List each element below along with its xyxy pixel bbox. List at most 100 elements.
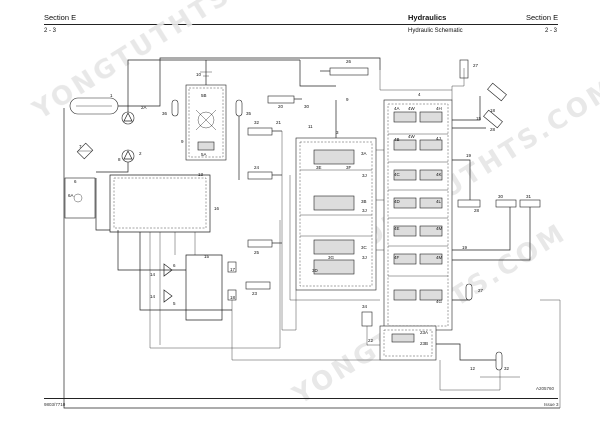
- label-3C: 3C: [361, 245, 368, 250]
- accumulator-35: [235, 99, 243, 180]
- brake-valve-block: [185, 60, 227, 161]
- label-32-right: 32: [504, 366, 510, 371]
- label-4W-2: 4W: [408, 134, 416, 139]
- label-14-top: 14: [150, 272, 156, 277]
- label-17: 17: [230, 267, 236, 272]
- cooler-block: [64, 177, 96, 219]
- issue-number: Issue 3: [544, 402, 559, 407]
- hydraulic-tank: [69, 97, 119, 115]
- right-lines: [231, 57, 561, 408]
- cylinder-24: [247, 171, 282, 180]
- callout-labels: 1 2A 2 7 6 6A 8 13 16 10 5B 9 5A 36 35 3…: [68, 59, 532, 371]
- label-6-left: 6: [173, 263, 176, 268]
- label-11: 11: [308, 124, 313, 129]
- label-2: 2: [139, 151, 142, 156]
- section-label-left: Section E: [44, 13, 77, 22]
- label-4C: 4C: [394, 172, 401, 177]
- label-4A: 4A: [394, 106, 400, 111]
- label-3J-3: 3J: [362, 255, 367, 260]
- filter: [76, 142, 94, 160]
- label-12: 12: [470, 366, 476, 371]
- label-23: 23: [252, 291, 258, 296]
- label-4B: 4B: [394, 137, 400, 142]
- figure-reference: A205760: [536, 386, 555, 391]
- label-23B: 23B: [420, 341, 428, 346]
- label-3J-1: 3J: [362, 173, 367, 178]
- label-4D: 4D: [394, 199, 401, 204]
- label-5-left: 5: [173, 301, 176, 306]
- label-4W-1: 4W: [408, 106, 416, 111]
- label-9: 9: [181, 139, 184, 144]
- label-36: 36: [162, 111, 168, 116]
- label-4J: 4J: [436, 136, 441, 141]
- label-6A: 6A: [68, 193, 74, 198]
- label-13: 13: [198, 172, 204, 177]
- label-8: 8: [118, 157, 121, 162]
- label-4K: 4K: [436, 172, 442, 177]
- label-3E: 3E: [316, 165, 322, 170]
- pump-main: [121, 111, 135, 125]
- cylinder-23: [245, 281, 271, 290]
- label-4: 4: [418, 92, 421, 97]
- main-control-valve: [295, 60, 377, 291]
- right-cylinders: [457, 59, 541, 371]
- label-28-mid: 28: [474, 208, 480, 213]
- label-1: 1: [110, 93, 113, 98]
- backhoe-control-valve: [383, 99, 453, 331]
- label-4M-1: 4M: [436, 226, 443, 231]
- main-lines: [63, 57, 560, 409]
- label-18-left: 18: [230, 295, 236, 300]
- cylinder-33: [247, 127, 282, 136]
- label-16: 16: [214, 206, 220, 211]
- label-0: 9: [346, 97, 349, 102]
- page-subtitle: Hydraulic Schematic: [408, 28, 463, 34]
- label-19-top: 19: [466, 153, 472, 158]
- small-components: [163, 261, 237, 303]
- document-reference: 9803/7710: [44, 402, 66, 407]
- label-3J-2: 3J: [362, 208, 367, 213]
- label-35: 35: [246, 111, 252, 116]
- label-32: 32: [254, 120, 260, 125]
- label-4H: 4H: [436, 106, 442, 111]
- cylinder-26: [320, 67, 369, 76]
- accumulator-36: [171, 99, 179, 117]
- label-3B: 3B: [361, 199, 367, 204]
- label-4M-2: 4M: [436, 255, 443, 260]
- label-34: 34: [362, 304, 368, 309]
- label-19-bottom: 19: [462, 245, 468, 250]
- page-number-left: 2 - 3: [44, 28, 57, 34]
- label-25: 25: [254, 250, 260, 255]
- label-10: 10: [196, 72, 202, 77]
- label-24: 24: [254, 165, 260, 170]
- label-31: 31: [526, 194, 532, 199]
- label-30-right: 30: [498, 194, 504, 199]
- label-7: 7: [79, 144, 82, 149]
- label-3G: 3G: [328, 255, 335, 260]
- auxiliary-valve: [361, 311, 437, 361]
- watermark-text-1: YONGTUTHTS.COM: [27, 0, 312, 126]
- label-5B: 5B: [201, 93, 207, 98]
- label-23A: 23A: [420, 330, 428, 335]
- label-4F: 4F: [394, 255, 400, 260]
- label-30: 30: [304, 104, 310, 109]
- header-rule: [44, 24, 558, 25]
- label-28-top: 28: [490, 127, 496, 132]
- label-21: 21: [276, 120, 282, 125]
- label-15: 15: [476, 116, 482, 121]
- label-3F: 3F: [346, 165, 352, 170]
- valve-sections: [393, 111, 443, 301]
- cylinder-20: [267, 95, 302, 104]
- label-22: 22: [368, 338, 374, 343]
- pump-steer: [121, 149, 135, 163]
- label-2A: 2A: [141, 105, 147, 110]
- label-15-left: 15: [204, 254, 210, 259]
- label-27-top: 27: [473, 63, 479, 68]
- page-title: Hydraulics: [408, 13, 447, 22]
- label-20: 20: [278, 104, 284, 109]
- cylinder-25: [247, 239, 282, 248]
- label-4E: 4E: [394, 226, 400, 231]
- label-6: 6: [74, 179, 77, 184]
- label-3D: 3D: [312, 268, 319, 273]
- footer-rule: [44, 398, 558, 399]
